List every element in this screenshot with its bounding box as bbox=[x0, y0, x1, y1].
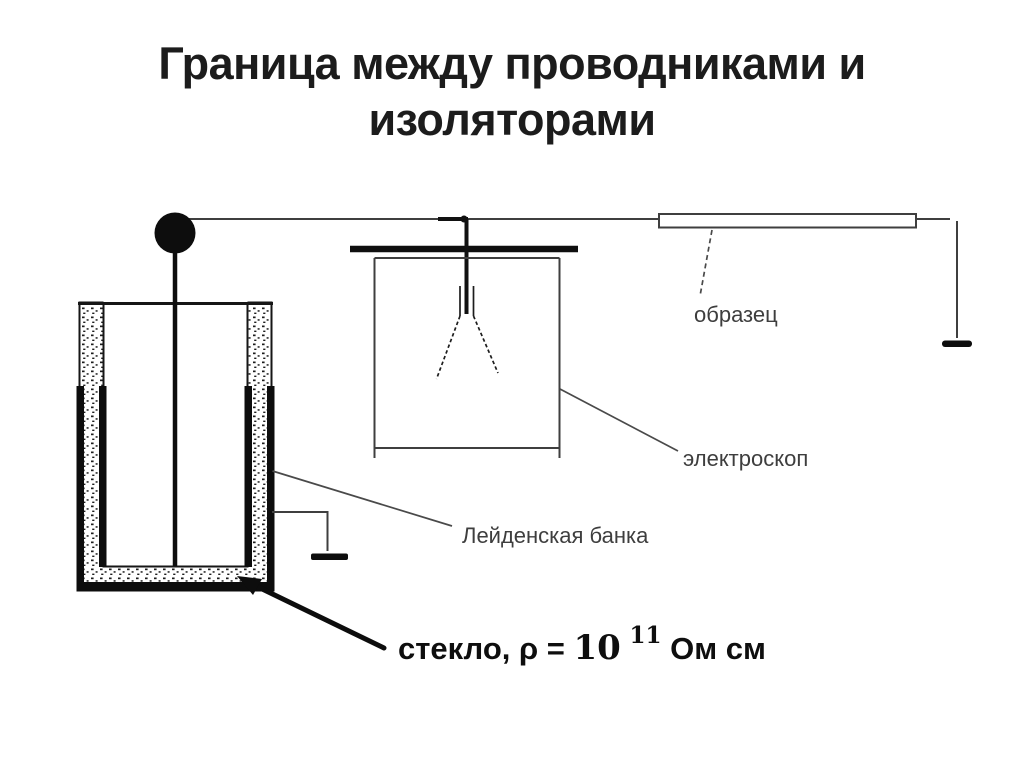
electroscope-leaf-right bbox=[472, 315, 499, 374]
leader-leyden-jar bbox=[272, 470, 453, 527]
leyden-jar-foil bbox=[76, 386, 275, 592]
label-electroscope: электроскоп bbox=[683, 446, 808, 471]
ground-left-symbol bbox=[311, 553, 348, 560]
glass-arrow bbox=[237, 576, 387, 651]
electroscope-leaf-left bbox=[435, 315, 461, 380]
ground-left-wire bbox=[272, 511, 329, 551]
label-sample: образец bbox=[694, 302, 778, 327]
leader-electroscope bbox=[559, 388, 679, 452]
slide-title-line1: Граница между проводниками и bbox=[158, 38, 866, 89]
slide-title: Граница между проводниками и изоляторами bbox=[0, 36, 1024, 148]
electroscope-leaf-holders bbox=[459, 286, 475, 316]
formula-prefix: стекло, ρ = bbox=[398, 631, 574, 666]
electroscope-body bbox=[373, 257, 561, 458]
slide-title-line2: изоляторами bbox=[368, 93, 656, 145]
leyden-jar bbox=[76, 212, 275, 592]
leader-sample bbox=[699, 229, 713, 297]
ground-right-symbol bbox=[942, 340, 972, 347]
formula-exponent: 11 bbox=[629, 622, 661, 649]
label-leyden-jar: Лейденская банка bbox=[462, 523, 649, 548]
electroscope bbox=[350, 219, 578, 458]
charged-ball bbox=[154, 212, 196, 254]
formula-base: 10 bbox=[574, 628, 621, 668]
formula-unit: Ом см bbox=[670, 631, 766, 666]
sample-bar bbox=[658, 213, 917, 229]
label-glass-formula: стекло, ρ = 10 11 Ом см bbox=[398, 615, 766, 668]
